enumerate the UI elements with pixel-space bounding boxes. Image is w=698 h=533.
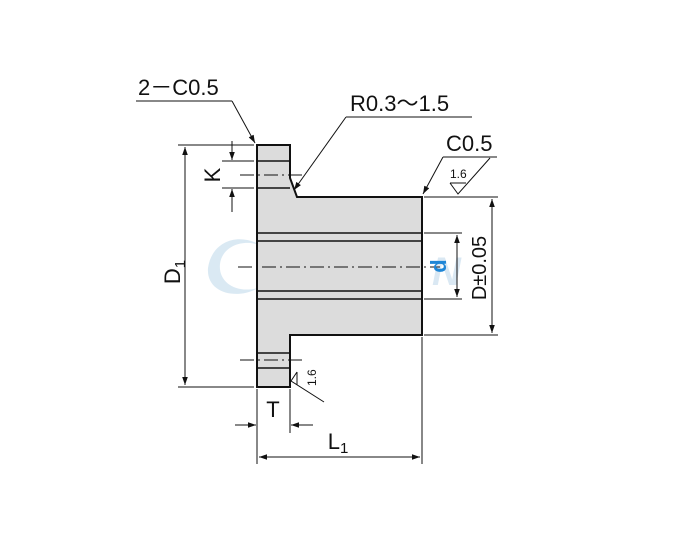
d1-label: D1 <box>160 260 189 284</box>
fillet-label: R0.3〜1.5 <box>350 91 449 116</box>
roughness-top-value: 1.6 <box>450 167 467 181</box>
d-label: d <box>426 259 451 272</box>
chamfer-corner-label: 2－C0.5 <box>138 75 219 100</box>
fillet-leader <box>293 116 347 191</box>
surface-roughness-side: 1.6 <box>290 369 325 403</box>
surface-roughness-top: 1.6 <box>449 157 491 195</box>
k-label: K <box>200 167 225 182</box>
dtol-label: D±0.05 <box>469 236 491 300</box>
l1-label: L1 <box>328 429 349 457</box>
chamfer-corner-leader <box>231 100 256 144</box>
roughness-side-value: 1.6 <box>305 369 319 386</box>
chamfer-end-leader <box>422 156 444 195</box>
bushing-outline <box>256 144 423 388</box>
chamfer-end-label: C0.5 <box>446 131 492 156</box>
t-label: T <box>266 397 279 422</box>
